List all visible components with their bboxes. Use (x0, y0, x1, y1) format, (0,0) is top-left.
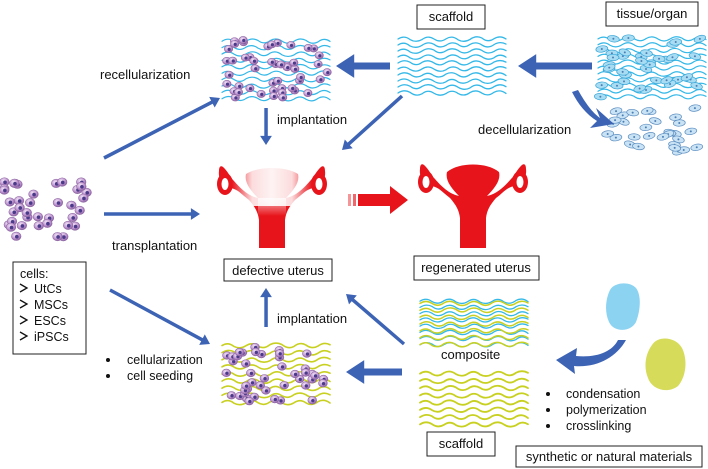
yellow-material-blob (645, 338, 686, 391)
composite-blue-fibers (419, 298, 529, 348)
arrowhead-bullet-icon (19, 283, 29, 293)
yellow-scaffold (419, 370, 529, 428)
free-cells-cluster (0, 177, 92, 242)
process-label: polymerization (566, 403, 647, 417)
scaffold-top-label: scaffold (429, 9, 474, 24)
synthetic-natural-box (515, 445, 703, 468)
seeding-list: cellularization cell seeding (106, 353, 203, 383)
decellularization-curved-arrow (572, 90, 614, 128)
decellularized-scaffold (397, 36, 507, 96)
decellularization-label: decellularization (478, 122, 571, 137)
implantation-top-arrow (260, 108, 272, 145)
transplantation-label: transplantation (112, 238, 197, 253)
defective-uterus-icon (217, 166, 327, 248)
cell-type-label: iPSCs (34, 330, 69, 344)
bullet-icon (546, 392, 550, 396)
scaffold-top-box (416, 4, 486, 30)
composite-label: composite (441, 347, 500, 362)
synthetic-natural-label: synthetic or natural materials (526, 449, 693, 464)
cellularization-arrow (109, 288, 210, 345)
seeding-label: cell seeding (127, 369, 193, 383)
process-item: condensation (546, 387, 640, 401)
tissue-cells (594, 34, 706, 101)
process-arrows (103, 54, 592, 384)
regeneration-arrow (348, 186, 408, 214)
bullet-icon (546, 408, 550, 412)
bullet-icon (106, 358, 110, 362)
cell-type-item: ESCs (19, 314, 66, 328)
recellularization-arrow (103, 96, 220, 160)
scaffold-bottom-box (426, 431, 496, 457)
process-label: condensation (566, 387, 640, 401)
transplantation-arrow (104, 208, 200, 220)
cells-box-title: cells: (20, 267, 48, 281)
cell-type-label: UtCs (34, 282, 62, 296)
seeding-item: cellularization (106, 353, 203, 367)
cell-type-label: MSCs (34, 298, 68, 312)
defective-uterus-label: defective uterus (232, 263, 324, 278)
arrowhead-bullet-icon (19, 331, 29, 341)
cell-type-item: iPSCs (19, 330, 69, 344)
regenerated-uterus-icon (418, 164, 528, 248)
cell-type-label: ESCs (34, 314, 66, 328)
removed-cells (601, 104, 704, 156)
bullet-icon (106, 374, 110, 378)
scaffold-to-uterus-arrow (342, 94, 404, 150)
tissue-to-scaffold-arrow (518, 54, 592, 78)
composite-curved-arrow (556, 340, 626, 374)
seeding-label: cellularization (127, 353, 203, 367)
seeded-cells (221, 342, 329, 406)
recellularized-cells (222, 36, 332, 102)
cell-type-item: UtCs (19, 282, 62, 296)
scaffold-to-recellularized-arrow (336, 54, 390, 78)
cell-type-item: MSCs (19, 298, 68, 312)
defective-uterus-box (223, 258, 333, 282)
regenerated-uterus-box (413, 255, 540, 281)
seeding-item: cell seeding (106, 369, 193, 383)
blue-material-blob (606, 283, 640, 330)
composite-yellow-fibers (419, 300, 529, 348)
arrowhead-bullet-icon (19, 315, 29, 325)
implantation-bottom-arrow (260, 288, 272, 327)
implantation-bottom-label: implantation (277, 311, 347, 326)
regenerated-uterus-label: regenerated uterus (421, 260, 531, 275)
scaffold-bottom-label: scaffold (439, 436, 484, 451)
illustration-layer (0, 34, 707, 428)
process-list: condensation polymerization crosslinking (546, 387, 647, 433)
implantation-top-label: implantation (277, 112, 347, 127)
process-label: crosslinking (566, 419, 631, 433)
composite-to-seeded-arrow (346, 360, 402, 384)
cells-box (12, 261, 87, 355)
tissue-organ-box (605, 1, 699, 27)
recellularization-label: recellularization (100, 67, 190, 82)
composite-to-uterus-arrow (346, 294, 406, 346)
bullet-icon (546, 424, 550, 428)
process-item: crosslinking (546, 419, 631, 433)
arrowhead-bullet-icon (19, 299, 29, 309)
process-item: polymerization (546, 403, 647, 417)
tissue-organ-label: tissue/organ (617, 6, 688, 21)
